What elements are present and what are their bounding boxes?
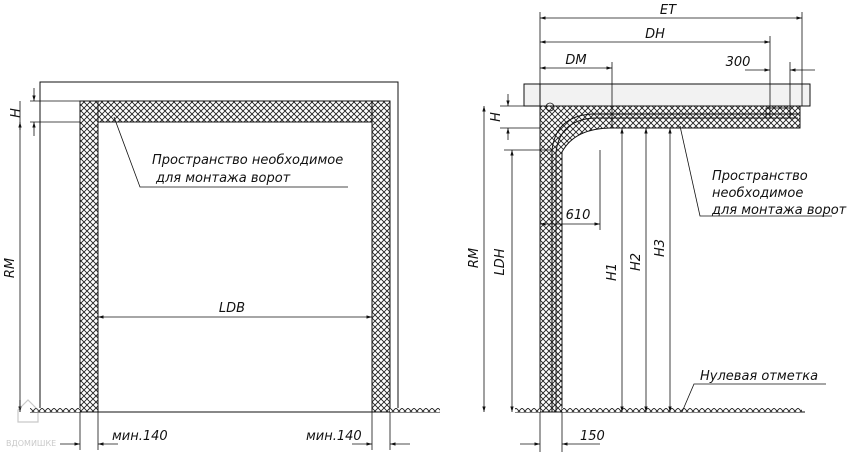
front-note-line2: для монтажа ворот xyxy=(155,171,291,186)
house-icon xyxy=(17,399,39,423)
side-300-label: 300 xyxy=(726,55,751,70)
front-frame-top xyxy=(79,100,391,123)
side-h3-label: H3 xyxy=(653,239,668,257)
side-shaft xyxy=(545,102,555,112)
front-floor-hatch-right xyxy=(390,408,440,412)
side-dh-label: DH xyxy=(645,27,665,42)
side-note-leader xyxy=(679,125,832,217)
side-floor-hatch-left xyxy=(515,408,540,412)
side-h1-label: H1 xyxy=(605,263,620,281)
front-view: H RM LDB Пространство необходимое для мо… xyxy=(3,81,440,450)
side-rm-label: RM xyxy=(467,248,482,268)
watermark-logo: ВДОМИШКЕ xyxy=(6,399,56,448)
side-track-outer xyxy=(551,113,798,412)
front-frame-right xyxy=(371,100,391,413)
front-min-left-label: мин.140 xyxy=(112,429,168,444)
front-ldb-label: LDB xyxy=(219,301,245,316)
side-note-line1: Пространство xyxy=(712,169,808,184)
side-610-label: 610 xyxy=(566,208,591,223)
side-h2-label: H2 xyxy=(629,253,644,271)
front-h-label: H xyxy=(9,108,24,118)
side-zero-leader xyxy=(681,383,826,413)
side-ldh-label: LDH xyxy=(493,248,508,275)
side-et-label: ET xyxy=(660,3,677,18)
front-note-line1: Пространство необходимое xyxy=(152,153,343,168)
side-dm-label: DM xyxy=(565,53,586,68)
front-min-right-label: мин.140 xyxy=(306,429,362,444)
front-rm-label: RM xyxy=(3,258,18,278)
side-ceiling-slab xyxy=(523,83,811,107)
front-frame-left xyxy=(79,100,99,413)
side-track-inner xyxy=(555,117,798,412)
side-150-label: 150 xyxy=(580,429,605,444)
side-view: ET DH DM 300 H RM LDH 610 H1 xyxy=(467,3,847,452)
side-floor-hatch xyxy=(562,408,802,412)
side-install-space xyxy=(539,105,801,413)
side-note-line3: для монтажа ворот xyxy=(711,203,847,218)
front-note-leader xyxy=(113,116,348,188)
side-note-line2: необходимое xyxy=(712,186,803,201)
side-zero-mark: Нулевая отметка xyxy=(700,369,818,384)
watermark-text: ВДОМИШКЕ xyxy=(6,439,56,448)
front-floor-hatch-left xyxy=(30,408,80,412)
side-h-label: H xyxy=(489,112,504,122)
